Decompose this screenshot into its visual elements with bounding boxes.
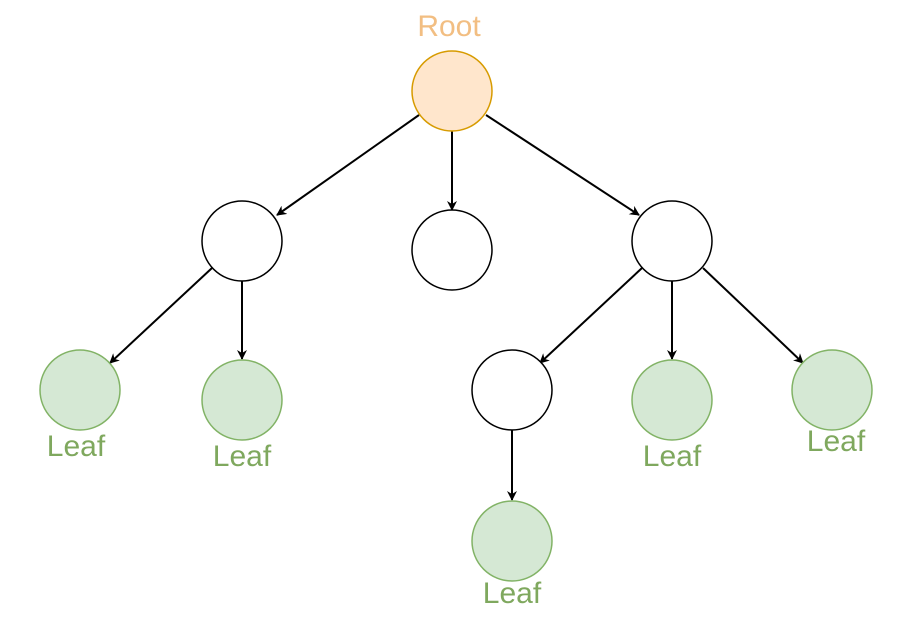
internal-node-a <box>201 200 283 282</box>
edge-node-a-to-leaf-1 <box>109 267 213 364</box>
leaf-label-1: Leaf <box>47 430 106 463</box>
internal-node-c <box>631 200 713 282</box>
internal-node-b <box>411 209 493 291</box>
nodes-group <box>39 50 873 582</box>
root-node <box>411 50 493 132</box>
edges-group <box>109 114 804 501</box>
leaf-node-5 <box>471 500 553 582</box>
internal-node-d <box>471 349 553 431</box>
leaf-node-4 <box>791 349 873 431</box>
leaf-label-2: Leaf <box>213 440 272 473</box>
edge-root-to-node-a <box>276 114 420 216</box>
leaf-node-3 <box>631 359 713 441</box>
leaf-label-3: Leaf <box>643 440 702 473</box>
edge-root-to-node-c <box>485 114 640 216</box>
leaf-label-5: Leaf <box>483 577 542 610</box>
leaf-node-1 <box>39 349 121 431</box>
root-label: Root <box>417 10 481 43</box>
edge-node-c-to-node-d <box>539 267 643 364</box>
edge-node-c-to-leaf-4 <box>702 267 804 364</box>
leaf-node-2 <box>201 359 283 441</box>
labels-group: Root Leaf Leaf Leaf Leaf Leaf <box>47 10 866 610</box>
leaf-label-4: Leaf <box>807 425 866 458</box>
